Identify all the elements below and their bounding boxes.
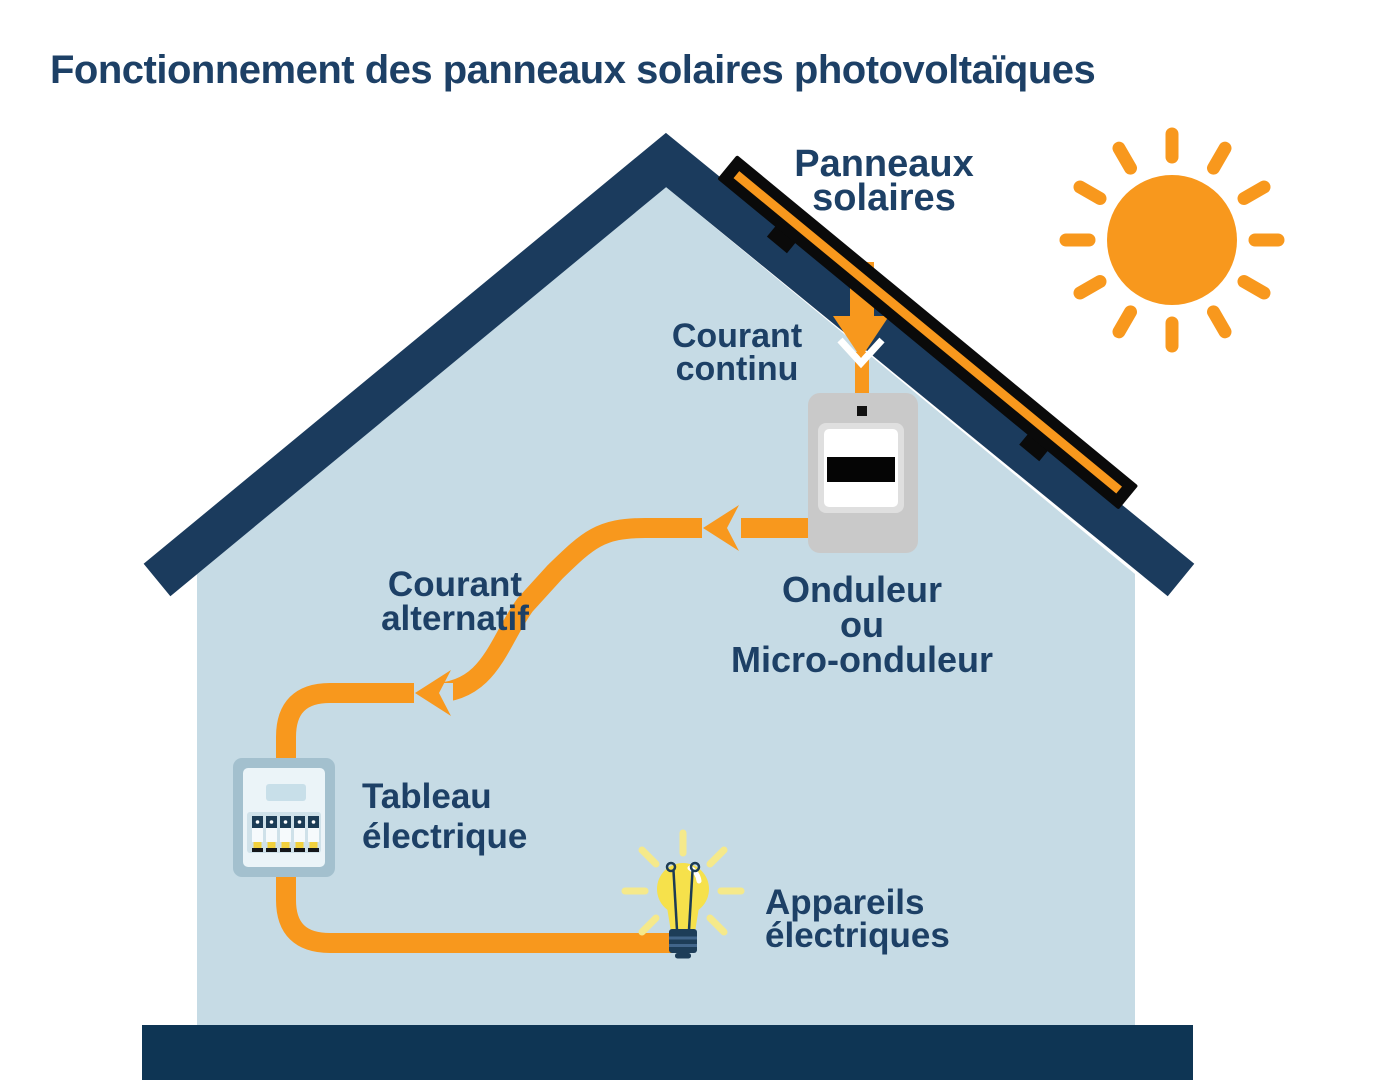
filament-loop xyxy=(665,861,677,873)
base-tip xyxy=(675,953,691,959)
light-bulb xyxy=(621,829,745,959)
electrical-panel xyxy=(233,758,335,877)
sun-ray xyxy=(1112,141,1137,175)
flow-arrowhead-2 xyxy=(415,670,451,716)
house-floor xyxy=(142,1025,1193,1080)
svg-text:Courant: Courant xyxy=(672,317,802,355)
label-solar-panels: Panneaux solaires xyxy=(794,143,974,219)
bulb-filament-wire xyxy=(672,870,679,931)
sun-ray xyxy=(1112,305,1137,339)
sun-ray xyxy=(1237,275,1271,300)
svg-text:ou: ou xyxy=(840,604,884,645)
svg-text:Panneaux: Panneaux xyxy=(794,143,974,185)
label-inverter: Onduleur ou Micro-onduleur xyxy=(731,569,993,680)
sun-core xyxy=(1107,175,1237,305)
svg-text:continu: continu xyxy=(676,350,799,388)
inverter-led xyxy=(857,406,867,416)
bulb-ray xyxy=(706,846,728,868)
breaker-switches xyxy=(252,816,319,852)
svg-text:Onduleur: Onduleur xyxy=(782,569,942,610)
svg-text:électrique: électrique xyxy=(362,817,527,856)
breaker-switch xyxy=(252,816,263,852)
breaker-label-window xyxy=(266,784,306,801)
bulb-base xyxy=(669,929,697,953)
panel-mount-tab xyxy=(766,222,799,254)
bulb-ray xyxy=(638,846,660,868)
flow-arrowhead-1 xyxy=(703,505,739,551)
sun-ray xyxy=(1073,275,1107,300)
bulb-filament-wire xyxy=(687,870,694,931)
label-direct-current: Courant continu xyxy=(672,317,802,388)
filament-loop xyxy=(689,861,701,873)
svg-text:Tableau: Tableau xyxy=(362,777,492,816)
panel-mount-tab xyxy=(1019,430,1051,462)
label-electrical-panel: Tableau électrique xyxy=(362,777,527,856)
sun-ray xyxy=(1207,305,1232,339)
sun-ray xyxy=(1207,141,1232,175)
bulb-ray xyxy=(706,914,728,936)
sun-ray xyxy=(1073,180,1107,205)
breaker-switch xyxy=(308,816,319,852)
svg-text:alternatif: alternatif xyxy=(381,599,529,638)
inverter xyxy=(808,393,918,553)
svg-text:Micro-onduleur: Micro-onduleur xyxy=(731,639,993,680)
label-electrical-appliances: Appareils électriques xyxy=(765,883,950,955)
svg-text:Appareils: Appareils xyxy=(765,883,925,922)
dc-arrow-notch xyxy=(837,337,885,369)
svg-text:solaires: solaires xyxy=(812,177,956,219)
inverter-display-bar xyxy=(827,457,895,482)
svg-text:électriques: électriques xyxy=(765,916,950,955)
breaker-switch xyxy=(266,816,277,852)
base-stripe xyxy=(669,936,697,940)
breaker-switch xyxy=(280,816,291,852)
bulb-neck xyxy=(666,901,700,932)
bulb-ray xyxy=(638,914,660,936)
svg-text:Courant: Courant xyxy=(388,565,523,604)
solar-panel xyxy=(718,155,1138,509)
panel-cell-stripe xyxy=(733,171,1122,494)
base-stripe xyxy=(669,944,697,947)
dc-arrowhead xyxy=(833,316,889,358)
sun-ray xyxy=(1237,180,1271,205)
breaker-switch xyxy=(294,816,305,852)
house-roof xyxy=(143,132,1195,597)
page-title: Fonctionnement des panneaux solaires pho… xyxy=(50,48,1095,92)
sun-icon xyxy=(1059,127,1285,353)
label-alternating-current: Courant alternatif xyxy=(381,565,529,638)
